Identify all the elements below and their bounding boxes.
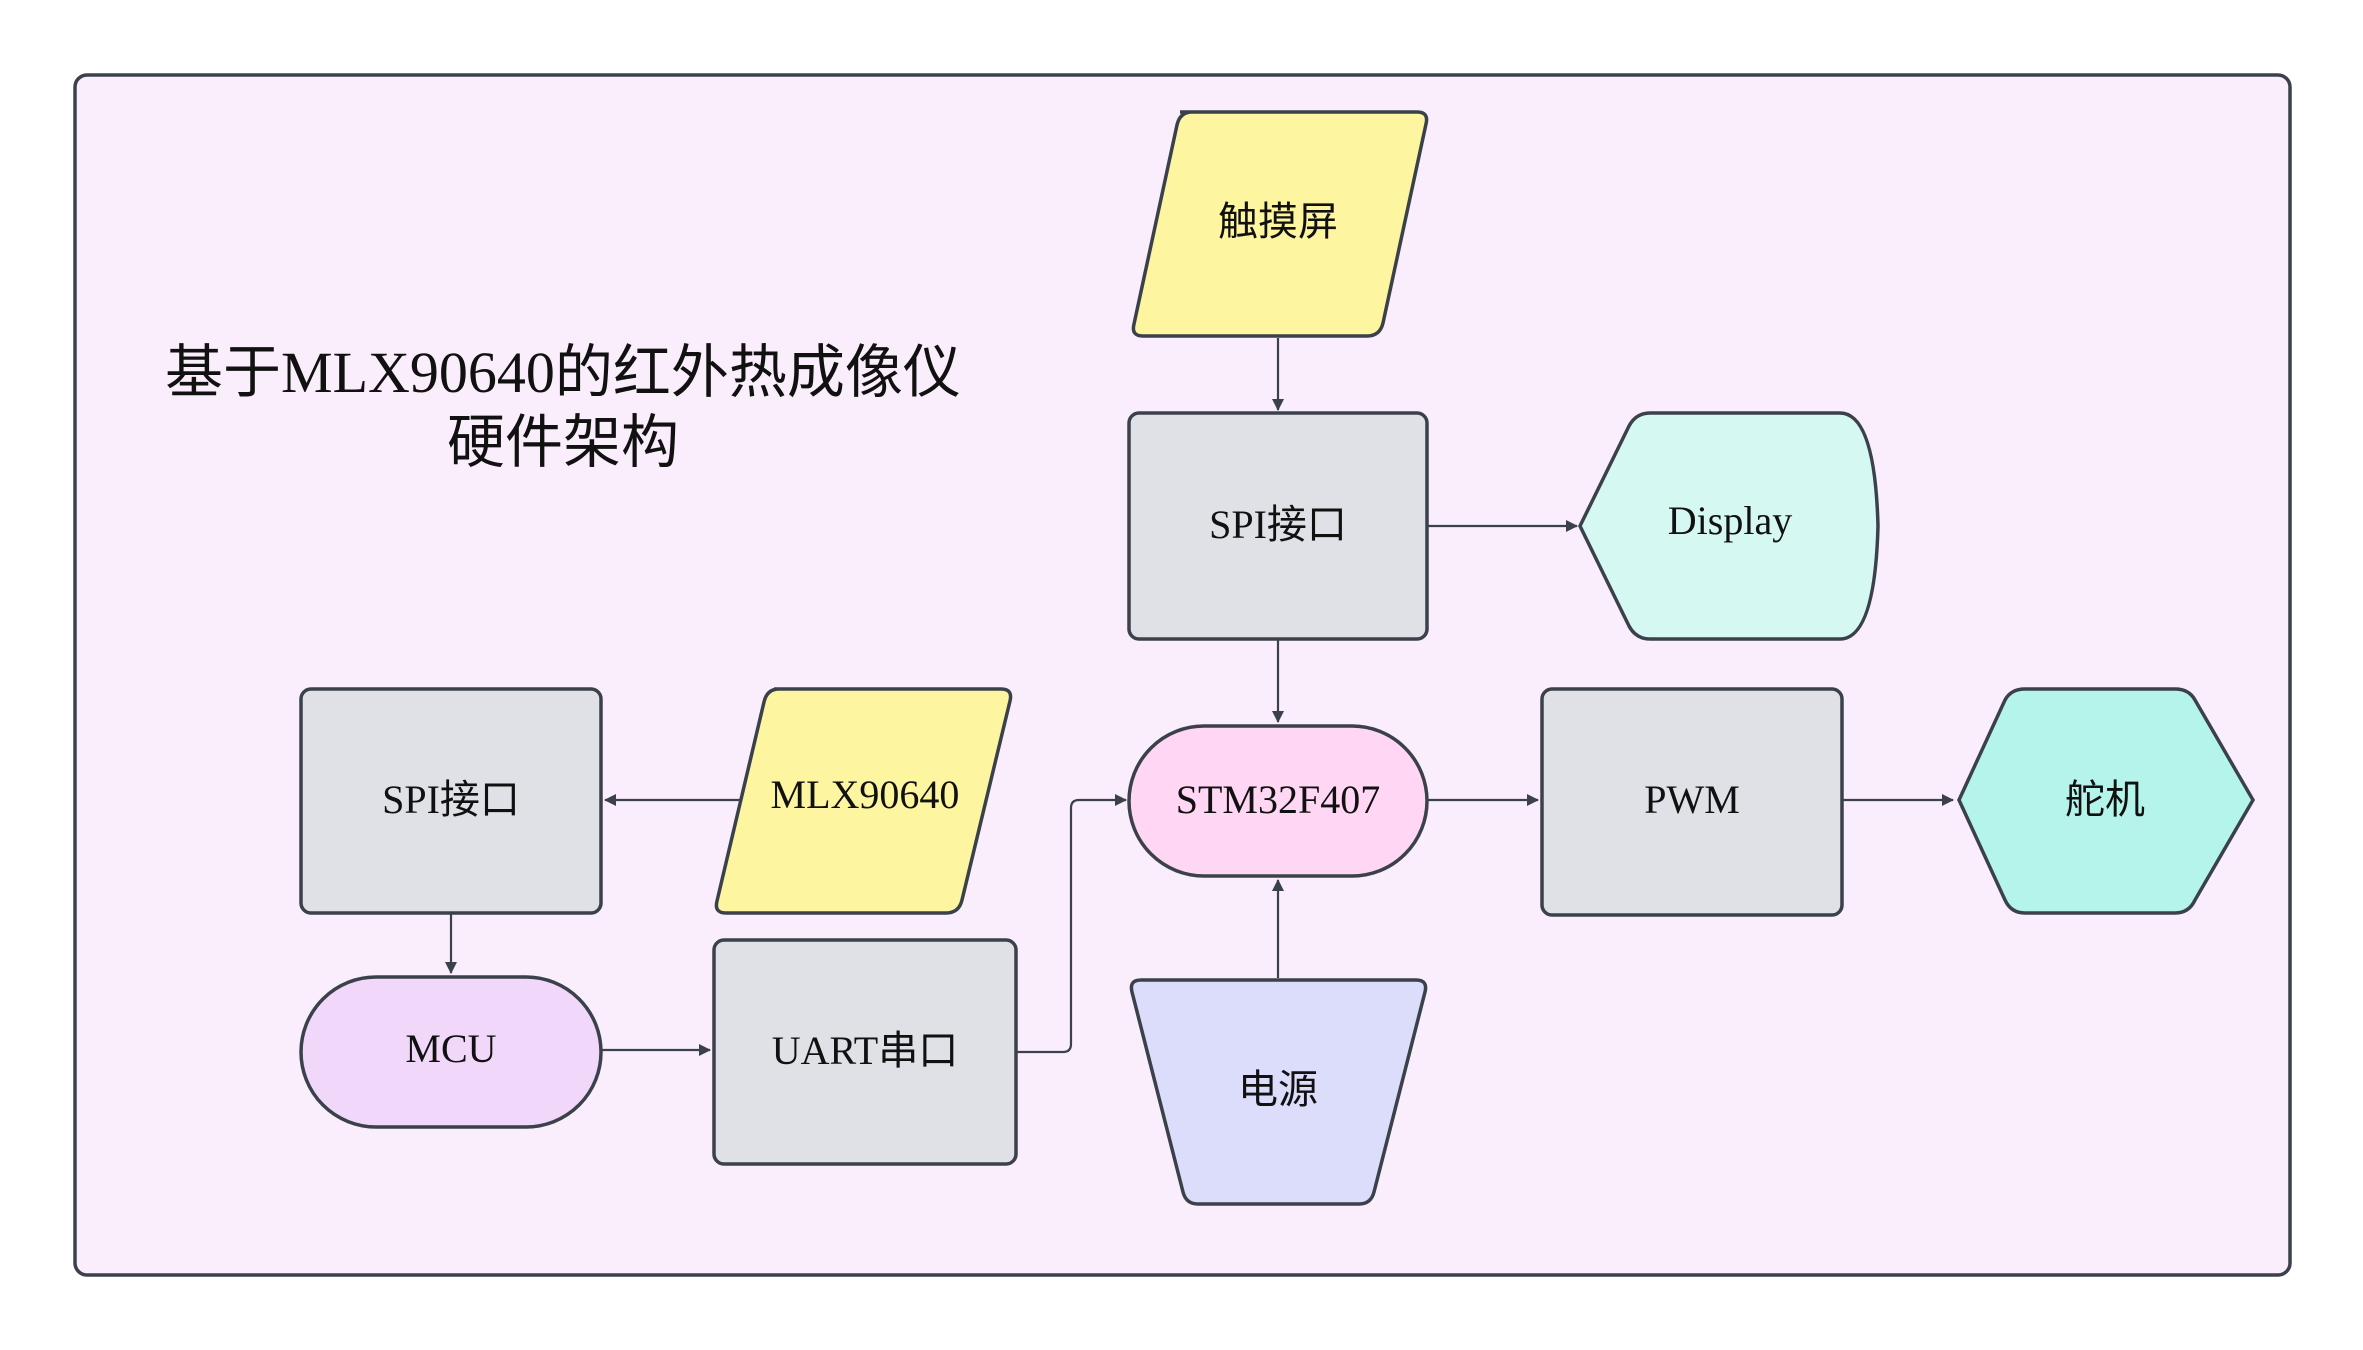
- node-spi-interface-left-label: SPI接口: [382, 777, 520, 822]
- node-spi-interface-top-label: SPI接口: [1209, 502, 1347, 547]
- node-pwm-label: PWM: [1644, 777, 1740, 822]
- node-power-supply[interactable]: 电源: [1129, 978, 1428, 1206]
- node-stm32f407-label: STM32F407: [1176, 777, 1381, 822]
- node-stm32f407[interactable]: STM32F407: [1127, 724, 1429, 878]
- node-uart-serial[interactable]: UART串口: [712, 938, 1018, 1166]
- node-display-label: Display: [1668, 498, 1792, 543]
- node-spi-interface-top[interactable]: SPI接口: [1127, 411, 1429, 641]
- node-display[interactable]: Display: [1578, 411, 1880, 641]
- diagram-title-line2: 硬件架构: [447, 410, 679, 475]
- node-servo[interactable]: 舵机: [1957, 687, 2256, 915]
- node-uart-serial-label: UART串口: [772, 1028, 958, 1073]
- node-touchscreen[interactable]: 触摸屏: [1131, 110, 1429, 338]
- node-mlx90640-label: MLX90640: [771, 772, 960, 817]
- node-servo-label: 舵机: [2065, 777, 2145, 822]
- canvas-frame: [73, 73, 2292, 1277]
- edges: [445, 338, 1954, 1056]
- node-mlx90640[interactable]: MLX90640: [714, 687, 1013, 915]
- edge-uart-to-stm32: [1016, 794, 1127, 1054]
- node-pwm[interactable]: PWM: [1540, 687, 1844, 917]
- diagram-title-line1: 基于MLX90640的红外热成像仪: [165, 340, 961, 405]
- node-mcu[interactable]: MCU: [299, 975, 603, 1129]
- node-power-supply-label: 电源: [1238, 1067, 1318, 1112]
- node-spi-interface-left[interactable]: SPI接口: [299, 687, 603, 915]
- node-touchscreen-label: 触摸屏: [1218, 199, 1338, 244]
- node-mcu-label: MCU: [405, 1026, 496, 1071]
